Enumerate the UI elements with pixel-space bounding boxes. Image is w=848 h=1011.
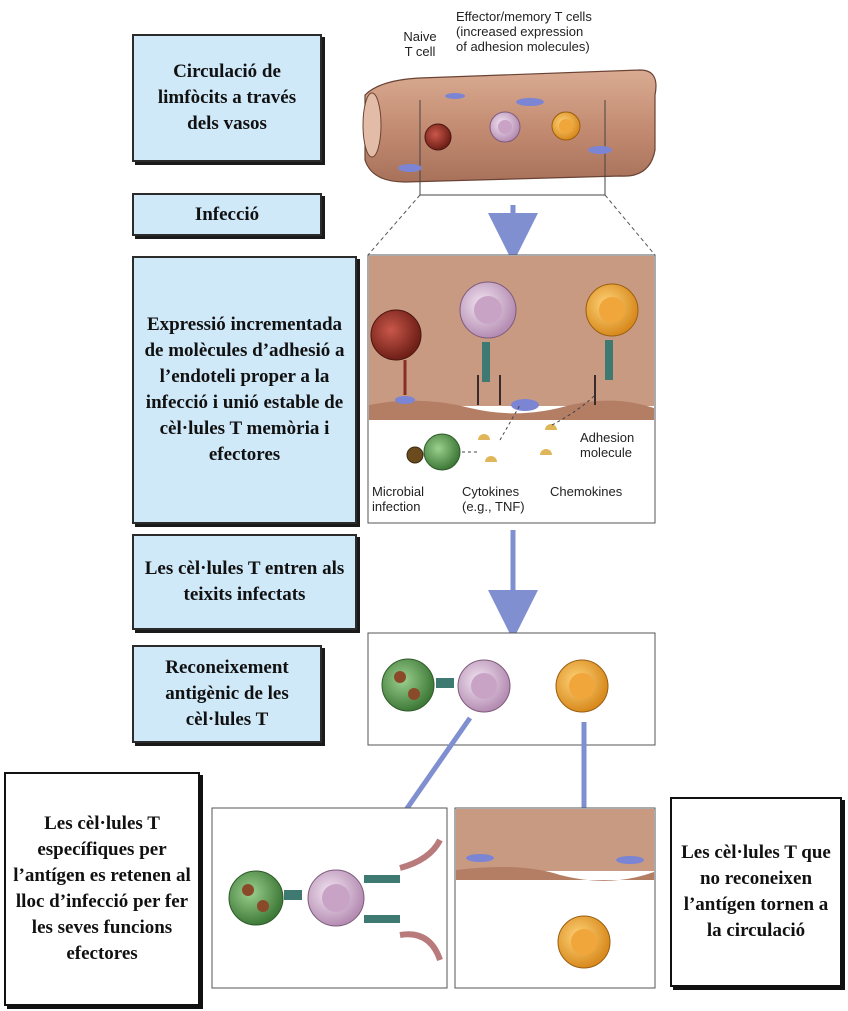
retained-panel (212, 808, 447, 988)
label-microbial-infection: Microbial infection (372, 484, 452, 514)
endothelium-panel (368, 255, 655, 523)
label-adhesion-molecule: Adhesion molecule (580, 430, 654, 460)
label-chemokines: Chemokines (550, 484, 650, 499)
label-effector-memory-t-cells: Effector/memory T cells (increased expre… (456, 9, 656, 54)
recognition-panel (368, 633, 655, 745)
blood-vessel (363, 70, 656, 195)
label-naive-t-cell: Naive T cell (392, 29, 448, 59)
label-cytokines: Cytokines (e.g., TNF) (462, 484, 552, 514)
returned-panel (455, 808, 655, 988)
